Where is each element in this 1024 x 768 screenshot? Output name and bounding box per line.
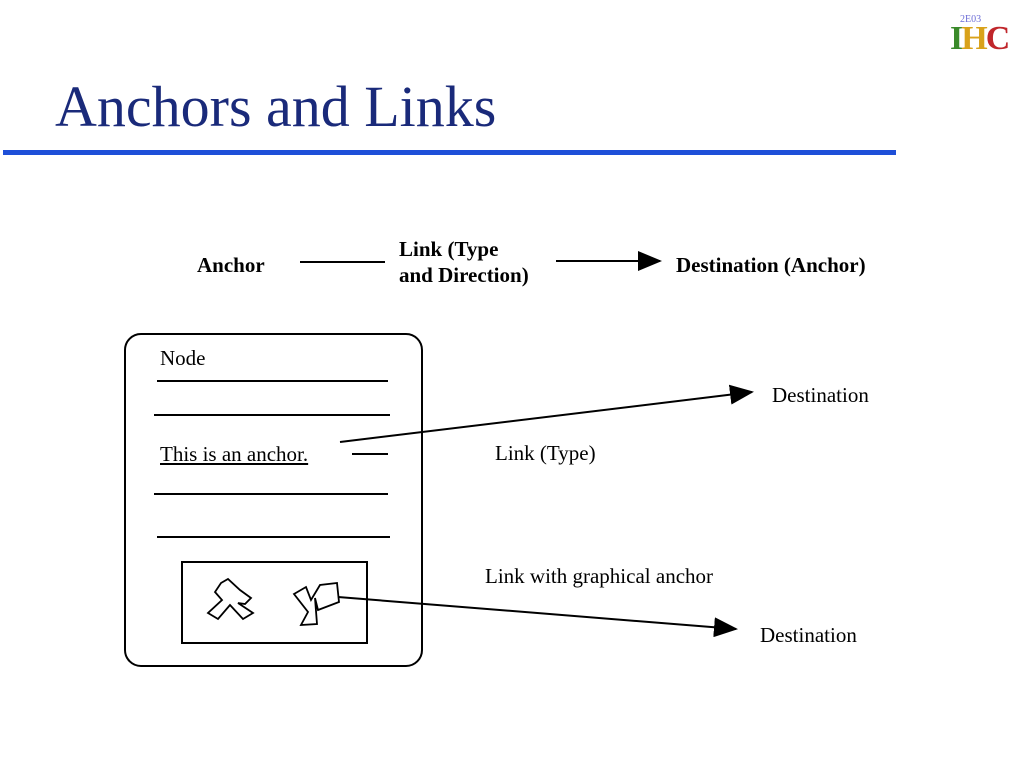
pushpin-graphic-icon (206, 577, 255, 621)
text-link-destination-label: Destination (772, 383, 869, 407)
logo-letters: IHC (950, 20, 1011, 57)
text-anchor-link-arrow (339, 384, 754, 443)
text-link-label: Link (Type) (495, 441, 596, 465)
title-underline (3, 150, 896, 155)
legend-link-label-line2: and Direction) (399, 263, 529, 287)
graphic-link-destination-label: Destination (760, 623, 857, 647)
legend-destination-label: Destination (Anchor) (676, 253, 866, 277)
graphic-anchor-link-arrow (337, 596, 738, 638)
slide-title: Anchors and Links (55, 74, 497, 139)
graphic-link-label: Link with graphical anchor (485, 564, 714, 588)
legend-link-label-line1: Link (Type (399, 237, 499, 261)
logo-letter-h: H (961, 20, 987, 57)
flag-graphic-anchor-icon (292, 581, 340, 626)
legend-anchor-label: Anchor (197, 253, 265, 277)
node-label: Node (160, 346, 206, 370)
ihc-logo: 2E03 IHC (950, 14, 1011, 58)
text-anchor-label: This is an anchor. (160, 442, 309, 466)
logo-course-code: 2E03 (960, 14, 982, 25)
node-box (124, 333, 423, 667)
graphic-anchor-box (181, 561, 368, 644)
logo-letter-i: I (950, 20, 963, 57)
logo-letter-c: C (985, 20, 1011, 57)
